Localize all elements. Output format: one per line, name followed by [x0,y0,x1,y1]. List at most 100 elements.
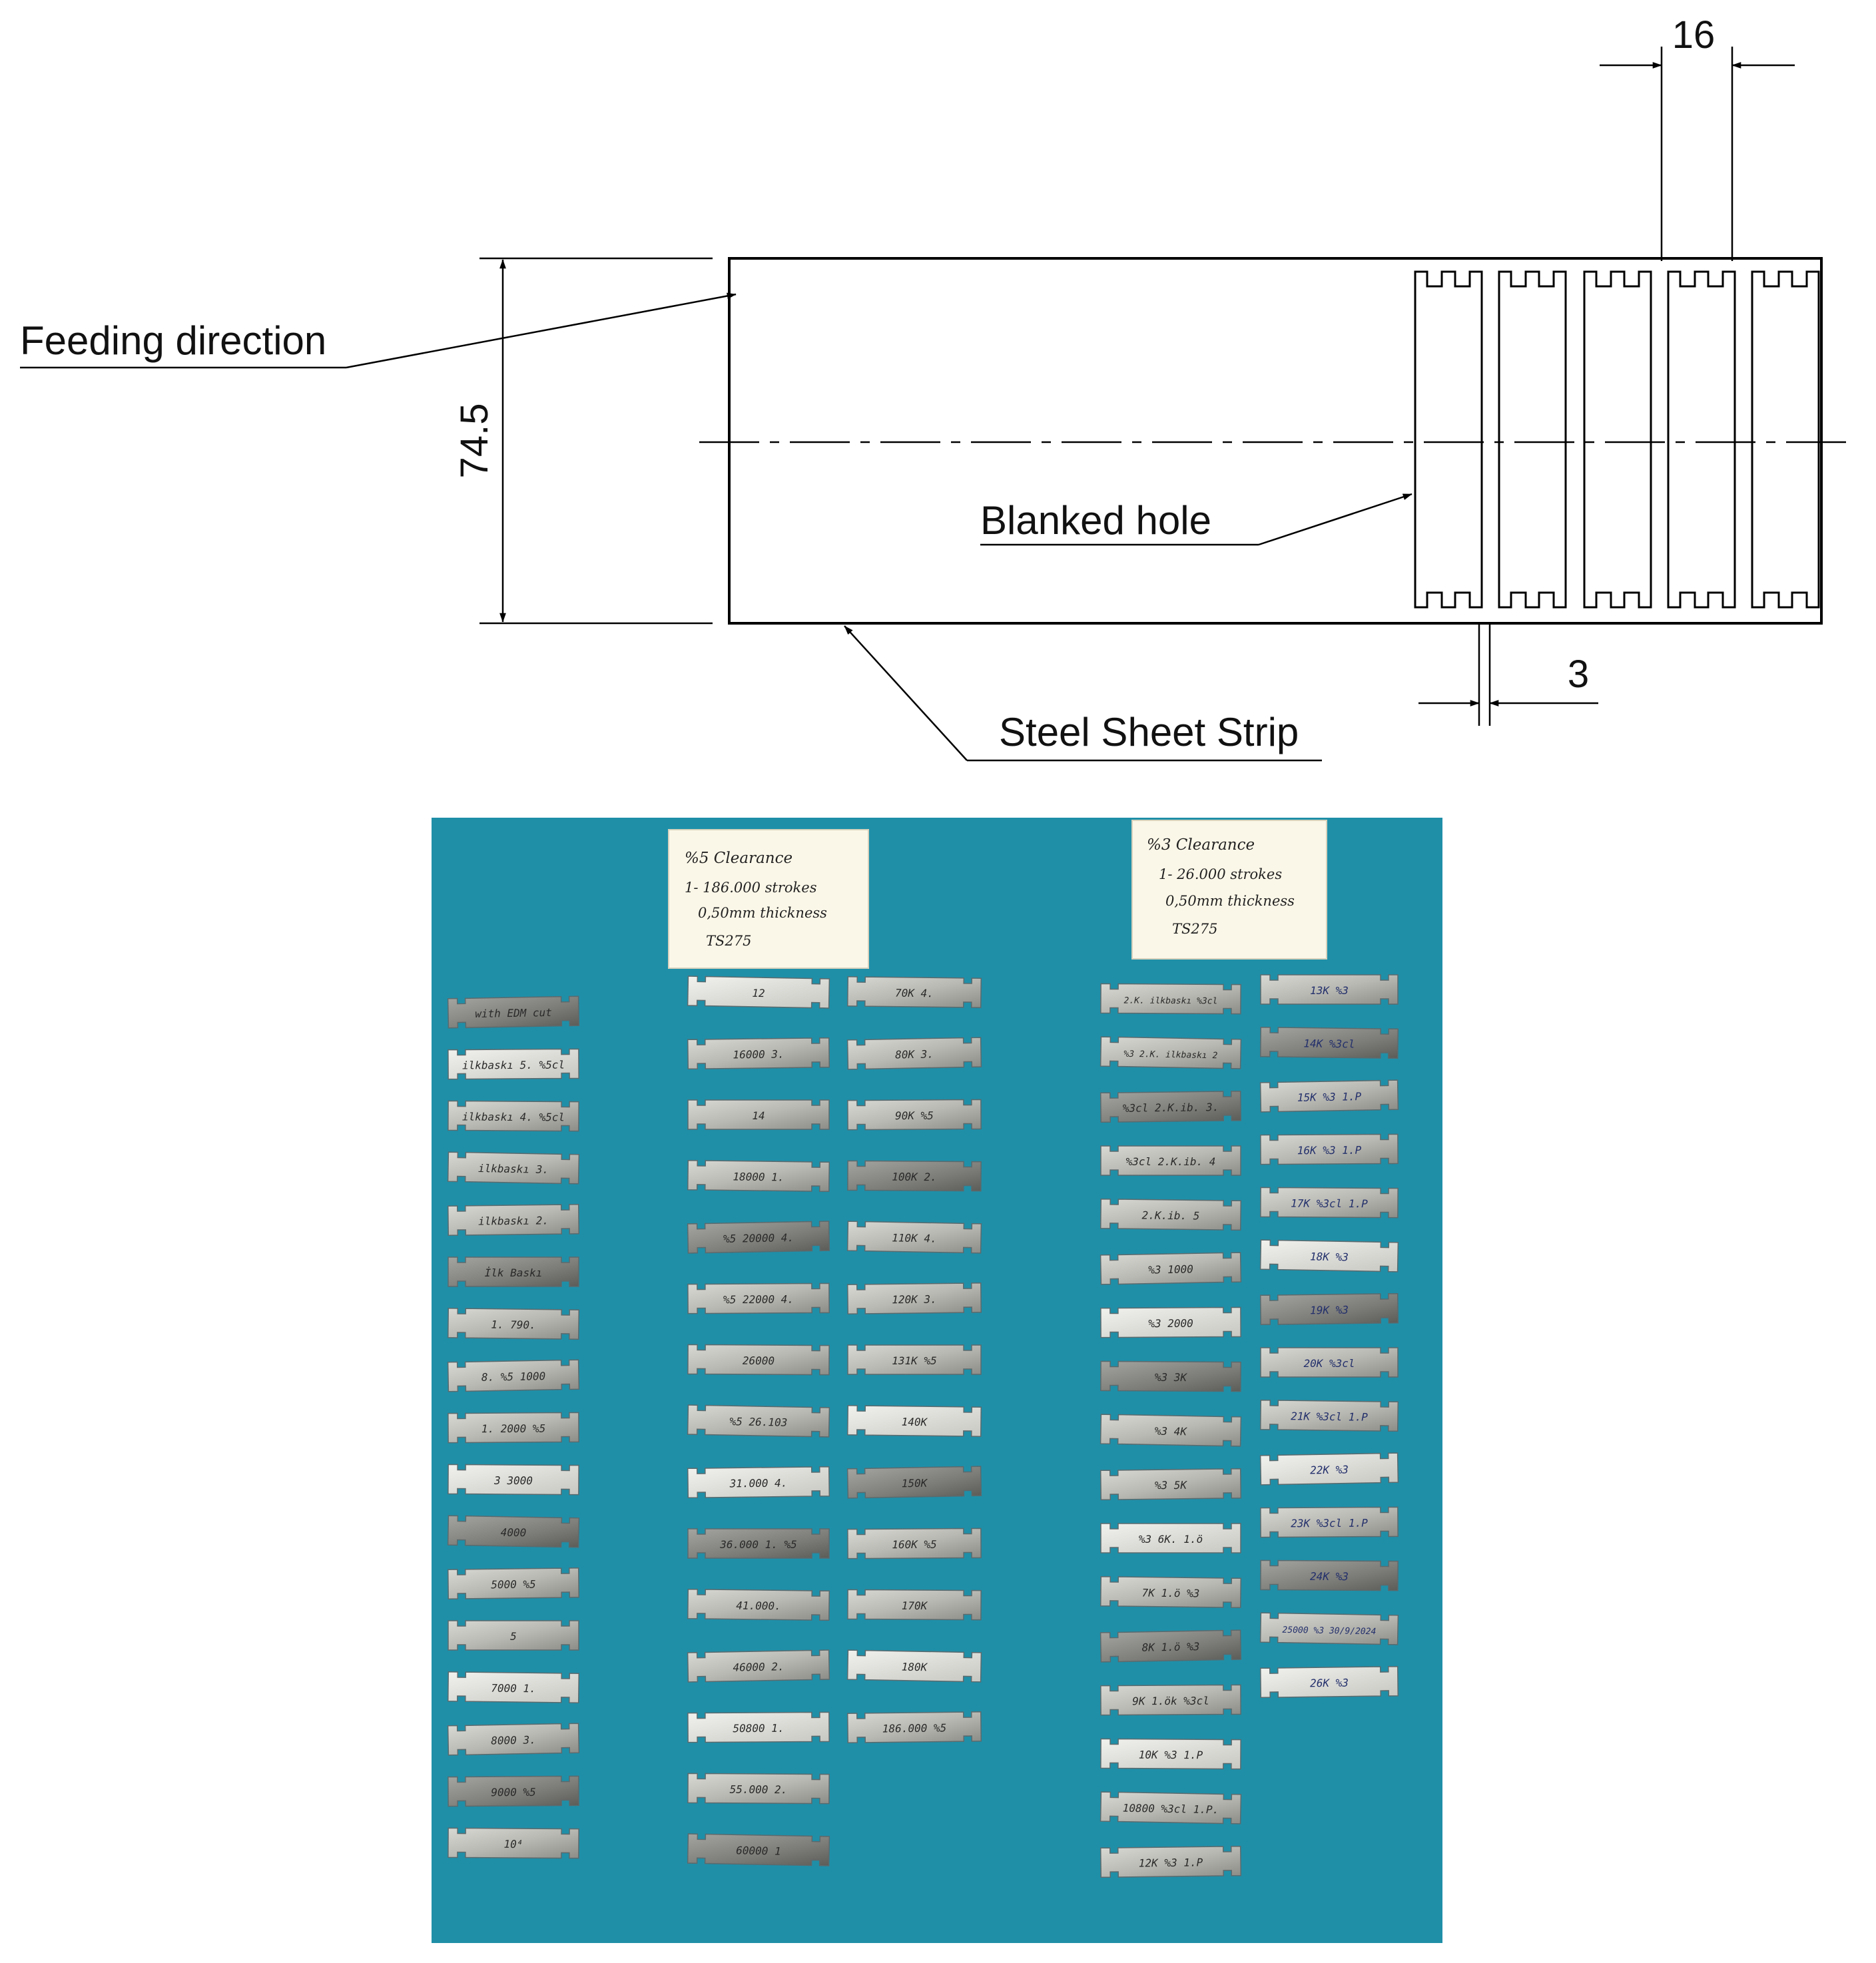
sample-chip-label: ilkbaskı 5. %5cl [462,1059,565,1072]
height-dimension-value: 74.5 [453,404,496,479]
sample-chip-label: 160K %5 [892,1538,937,1551]
pitch-dimension: 16 [1600,13,1795,261]
sample-chip-body [687,1466,830,1499]
sample-chip: 16K %3 1.P [1260,1133,1399,1165]
sample-chip: 5 [448,1620,579,1651]
sample-chip-body [1260,1187,1399,1219]
sample-chip-body [447,1204,580,1236]
sample-chip-label: 16K %3 1.P [1297,1144,1362,1157]
sample-chip: %3cl 2.K.ib. 3. [1099,1090,1242,1123]
feeding-direction-callout: Feeding direction [20,292,737,369]
sample-chip-body [448,1100,579,1132]
sample-chip: 4000 [447,1515,580,1548]
sample-chip: 9K 1.ök %3cl [1100,1684,1241,1716]
sample-chip-body [1259,1612,1399,1645]
sample-chip: %3 2000 [1100,1306,1241,1338]
sample-chip: 18000 1. [687,1159,830,1193]
strip-layout-drawing: 74.5 16 3 Feeding direction Blanked hole… [20,13,1855,762]
sample-chip-label: %3 4K [1155,1425,1188,1438]
sample-chip-body [1100,1306,1241,1338]
sample-chip-label: 4000 [501,1526,527,1540]
sample-chip: 50800 1. [687,1711,830,1743]
sample-chip: %3 1000 [1099,1252,1242,1285]
sample-chip: 5000 %5 [447,1567,580,1599]
sample-chip-body [687,1404,830,1438]
sample-chip-body [687,1528,830,1559]
blanked-hole-callout: Blanked hole [980,493,1412,546]
sample-chip-body [448,1048,579,1080]
sample-chip-body [448,1620,579,1651]
sample-chip: 1. 790. [447,1308,580,1340]
sample-chip: 90K %5 [847,1099,982,1131]
note-left-line-3: 0,50mm thickness [698,905,827,921]
sample-chip-body [447,1567,580,1599]
sample-chip-body [1259,1399,1399,1432]
sample-chip: 19K %3 [1259,1292,1399,1326]
sample-chip: 55.000 2. [687,1773,830,1805]
sample-chip-label: 24K %3 [1310,1570,1349,1583]
sample-chip-body [847,1589,982,1621]
sample-chip: 186.000 %5 [846,1711,982,1743]
sample-chip-body [1260,1559,1399,1591]
sample-chip: %5 20000 4. [687,1221,830,1254]
sample-chip: 17K %3cl 1.P [1260,1187,1399,1219]
note-left: %5 Clearance 1- 186.000 strokes 0,50mm t… [668,829,869,969]
sample-chip: 7K 1.ö %3 [1099,1575,1242,1609]
sample-chip-label: 60000 1 [736,1844,781,1857]
sample-chip-label: 14K %3cl [1303,1037,1355,1051]
sample-chip-body [448,1827,579,1859]
sample-chip-body [447,1151,580,1185]
blanked-hole-label: Blanked hole [980,498,1211,543]
sample-chip-label: 5 [510,1630,517,1643]
sample-chip-body [687,1833,830,1866]
sample-chip: 25000 %3 30/9/2024 [1259,1612,1399,1645]
sample-chip: 12 [687,976,830,1009]
blanked-hole-5 [1751,270,1820,609]
sample-chip-label: 9000 %5 [491,1786,536,1799]
sample-chip-label: İlk Baskı [485,1266,543,1279]
sample-chip-label: 8K 1.ö %3 [1142,1640,1200,1654]
sample-chip-label: 1. 2000 %5 [481,1422,545,1436]
web-dimension-value: 3 [1568,653,1589,696]
sample-chip-label: 25000 %3 30/9/2024 [1282,1625,1376,1637]
sample-chip-label: %3cl 2.K.ib. 3. [1123,1101,1219,1115]
sample-chip-label: 12 [752,987,765,999]
sample-chip: 18K %3 [1259,1239,1399,1272]
sample-chip-label: ilkbaskı 2. [478,1214,549,1227]
sample-chip: 8000 3. [447,1723,580,1756]
steel-strip-outline [728,257,1823,625]
sample-chip-label: 9K 1.ök %3cl [1132,1695,1209,1708]
sample-chip-label: 3 3000 [493,1474,533,1487]
sample-chip: 1. 2000 %5 [448,1412,579,1444]
sample-chip: 8. %5 1000 [447,1359,580,1392]
sample-chip-label: ilkbaskı 4. %5cl [462,1111,565,1124]
sample-chip: 21K %3cl 1.P [1259,1399,1399,1432]
sample-chip-body [687,1588,830,1621]
sample-chip-label: 20K %3cl [1303,1357,1355,1370]
sample-chip: 170K [847,1589,982,1621]
note-right-line-2: 1- 26.000 strokes [1159,866,1282,882]
sample-chip-body [687,1711,830,1743]
sample-chip: %3cl 2.K.ib. 4 [1100,1145,1241,1176]
sample-chip-label: 8000 3. [491,1733,536,1747]
sample-chip-body [1259,1239,1399,1272]
sample-chip: 23K %3cl 1.P [1260,1506,1399,1538]
sample-chip-label: 110K 4. [892,1231,937,1245]
sample-chip-label: 17K %3cl 1.P [1291,1197,1368,1211]
sample-chip-label: 8. %5 1000 [481,1370,546,1384]
sample-chip-label: 23K %3cl 1.P [1291,1517,1368,1530]
sample-chip-label: 70K 4. [895,987,934,1000]
sample-chip-label: 12K %3 1.P [1139,1856,1203,1869]
sample-chip-body [1100,1684,1241,1716]
sample-chip: 20K %3cl [1260,1347,1399,1378]
sample-chip-body [687,1221,830,1254]
sample-chip-body [1099,1252,1242,1285]
sample-chip: %3 4K [1099,1414,1242,1447]
sample-chip-label: 186.000 %5 [882,1721,947,1735]
sample-chip-body [1259,1452,1399,1486]
feeding-direction-label: Feeding direction [20,318,326,363]
blanked-hole-1 [1414,270,1483,609]
sample-chip-body [447,1671,580,1703]
steel-strip-label: Steel Sheet Strip [999,710,1299,754]
